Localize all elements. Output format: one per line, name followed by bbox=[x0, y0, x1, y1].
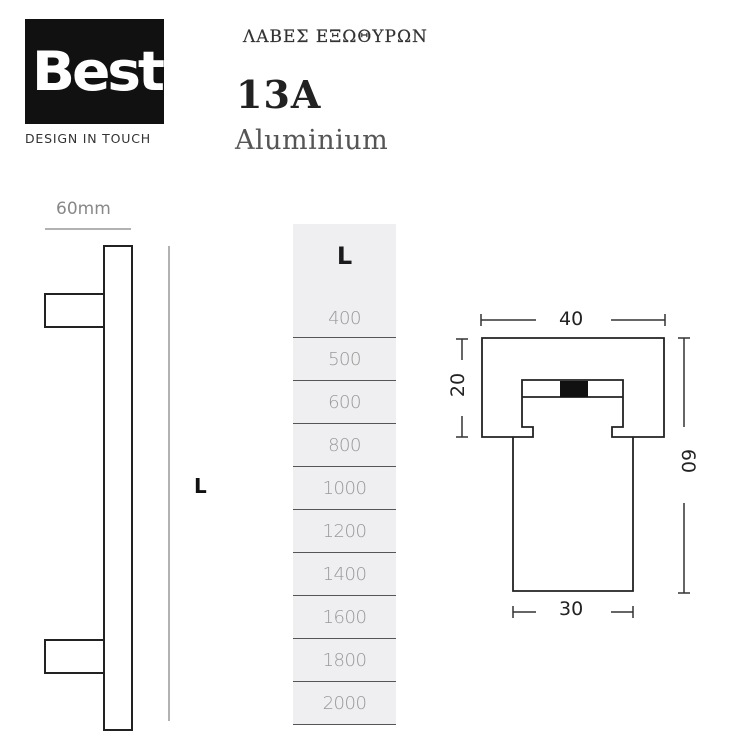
profile-slot-insert bbox=[560, 381, 588, 397]
product-category: ΛΑΒΕΣ ΕΞΩΘΥΡΩΝ bbox=[243, 27, 428, 47]
length-table-row: 1800 bbox=[293, 639, 396, 682]
length-table-row: 800 bbox=[293, 424, 396, 467]
length-table-row: 1200 bbox=[293, 510, 396, 553]
profile-cross-section bbox=[481, 337, 665, 592]
brand-logo: Best bbox=[25, 19, 165, 124]
length-table-row: 600 bbox=[293, 381, 396, 424]
length-table-row: 1000 bbox=[293, 467, 396, 510]
profile-head-outline bbox=[481, 337, 665, 438]
length-label: L bbox=[194, 474, 207, 498]
length-table-row: 500 bbox=[293, 338, 396, 381]
handle-standoff-top bbox=[44, 293, 105, 328]
brand-logo-text: Best bbox=[31, 39, 165, 103]
product-model-code: 13A bbox=[236, 72, 322, 117]
dimension-60 bbox=[678, 337, 690, 594]
profile-width-bottom-label: 30 bbox=[559, 598, 584, 620]
length-table-row: 1400 bbox=[293, 553, 396, 596]
product-material: Aluminium bbox=[235, 125, 389, 156]
profile-stem-outline bbox=[512, 437, 634, 592]
length-table-row: 1600 bbox=[293, 596, 396, 639]
handle-standoff-bottom bbox=[44, 639, 105, 674]
length-table-header: L bbox=[336, 241, 353, 270]
profile-height-total-label: 60 bbox=[677, 448, 700, 474]
length-table-row: 400 bbox=[293, 299, 396, 338]
depth-label: 60mm bbox=[56, 199, 111, 219]
length-table: L 400 500 600 800 1000 1200 1400 1600 18… bbox=[293, 224, 396, 725]
dimension-40 bbox=[480, 314, 666, 326]
handle-bar bbox=[103, 245, 133, 731]
brand-tagline: DESIGN IN TOUCH bbox=[25, 131, 151, 146]
length-table-row: 2000 bbox=[293, 682, 396, 725]
profile-width-top-label: 40 bbox=[559, 308, 584, 330]
profile-height-top-label: 20 bbox=[447, 372, 470, 398]
dimension-30 bbox=[512, 606, 634, 618]
dimension-20 bbox=[456, 338, 468, 438]
